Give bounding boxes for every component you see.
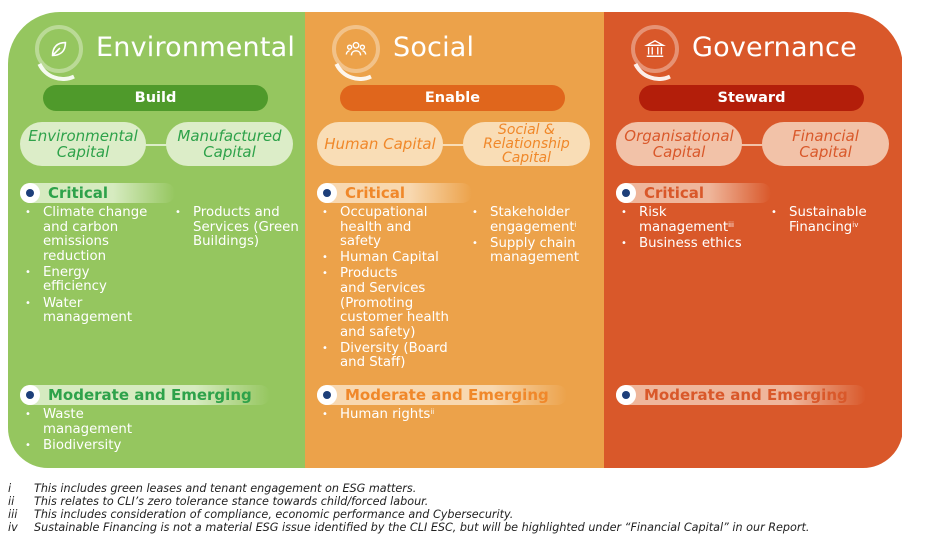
footnote-ref: ii (430, 408, 435, 416)
issue-item: Climate change and carbon emissions redu… (25, 205, 175, 264)
bank-icon (631, 25, 679, 73)
capital-oval: Environmental Capital (20, 122, 146, 166)
column-title: Social (393, 32, 475, 63)
footnote-text: Sustainable Financing is not a material … (34, 521, 810, 534)
footnote-ref: iii (728, 220, 734, 229)
esg-materiality-panel: Environmental Build Environmental Capita… (8, 12, 903, 468)
footnote: i This includes green leases and tenant e… (8, 482, 809, 495)
critical-list: Climate change and carbon emissions redu… (25, 205, 175, 327)
issue-item: Water management (25, 296, 175, 326)
footnote-ref: iv (852, 220, 859, 229)
connector-line (441, 144, 465, 146)
people-icon (332, 25, 380, 73)
issue-item: Stakeholder engagementi (472, 205, 602, 235)
issue-item: Business ethics (621, 236, 771, 252)
issue-item: Occupational health and safety (322, 205, 472, 250)
footnote-text: This includes consideration of complianc… (34, 508, 514, 521)
role-pill: Enable (340, 85, 565, 111)
capital-oval: Organisational Capital (616, 122, 742, 166)
footnote-number: iv (8, 521, 18, 534)
footnotes: i This includes green leases and tenant e… (8, 482, 809, 534)
moderate-header: Moderate and Emerging (616, 385, 866, 405)
footnote: iv Sustainable Financing is not a materia… (8, 521, 809, 534)
issue-item: Supply chain management (472, 236, 602, 266)
footnote-number: i (8, 482, 12, 495)
footnote: ii This relates to CLI’s zero tolerance s… (8, 495, 809, 508)
footnote-number: iii (8, 508, 18, 521)
bullet-dot-icon (616, 183, 636, 203)
issue-item: Human rightsii (322, 407, 472, 423)
issue-item: Human Capital (322, 250, 472, 266)
issue-item: Diversity (Board and Staff) (322, 341, 472, 371)
column-title: Environmental (96, 32, 296, 63)
critical-list: Occupational health and safetyHuman Capi… (322, 205, 472, 373)
moderate-header: Moderate and Emerging (20, 385, 270, 405)
critical-header: Critical (616, 183, 771, 203)
column-env: Environmental Build Environmental Capita… (8, 12, 305, 468)
connector-line (144, 144, 168, 146)
footnote-text: This relates to CLI’s zero tolerance sta… (34, 495, 429, 508)
capital-oval: Manufactured Capital (166, 122, 293, 166)
issue-item: Products and Services (Promoting custome… (322, 267, 472, 340)
footnote-number: ii (8, 495, 15, 508)
footnote-ref: i (574, 220, 577, 229)
issue-item: Risk managementiii (621, 205, 771, 235)
moderate-header: Moderate and Emerging (317, 385, 567, 405)
bullet-dot-icon (317, 385, 337, 405)
capital-oval: Human Capital (317, 122, 443, 166)
critical-list: Stakeholder engagementiSupply chain mana… (472, 205, 602, 267)
bullet-dot-icon (20, 183, 40, 203)
moderate-list: Waste managementBiodiversity (25, 407, 175, 455)
bullet-dot-icon (616, 385, 636, 405)
critical-header: Critical (20, 183, 175, 203)
critical-list: Products and Services (Green Buildings) (175, 205, 305, 251)
bullet-dot-icon (317, 183, 337, 203)
column-gov: Governance Steward Organisational Capita… (604, 12, 902, 468)
connector-line (740, 144, 764, 146)
bullet-dot-icon (20, 385, 40, 405)
issue-item: Energy efficiency (25, 265, 175, 295)
issue-item: Products and Services (Green Buildings) (175, 205, 305, 250)
capital-oval: Financial Capital (762, 122, 889, 166)
role-pill: Build (43, 85, 268, 111)
issue-item: Waste management (25, 407, 175, 437)
moderate-list: Human rightsii (322, 407, 472, 424)
leaf-icon (35, 25, 83, 73)
critical-header: Critical (317, 183, 472, 203)
column-soc: Social Enable Human Capital Social & Rel… (305, 12, 604, 468)
role-pill: Steward (639, 85, 864, 111)
issue-item: Biodiversity (25, 438, 175, 454)
footnote-text: This includes green leases and tenant en… (34, 482, 417, 495)
issue-item: Sustainable Financingiv (771, 205, 901, 235)
column-title: Governance (692, 32, 857, 63)
critical-list: Sustainable Financingiv (771, 205, 901, 237)
footnote: iii This includes consideration of compli… (8, 508, 809, 521)
capital-oval: Social & Relationship Capital (463, 122, 590, 166)
critical-list: Risk managementiiiBusiness ethics (621, 205, 771, 253)
